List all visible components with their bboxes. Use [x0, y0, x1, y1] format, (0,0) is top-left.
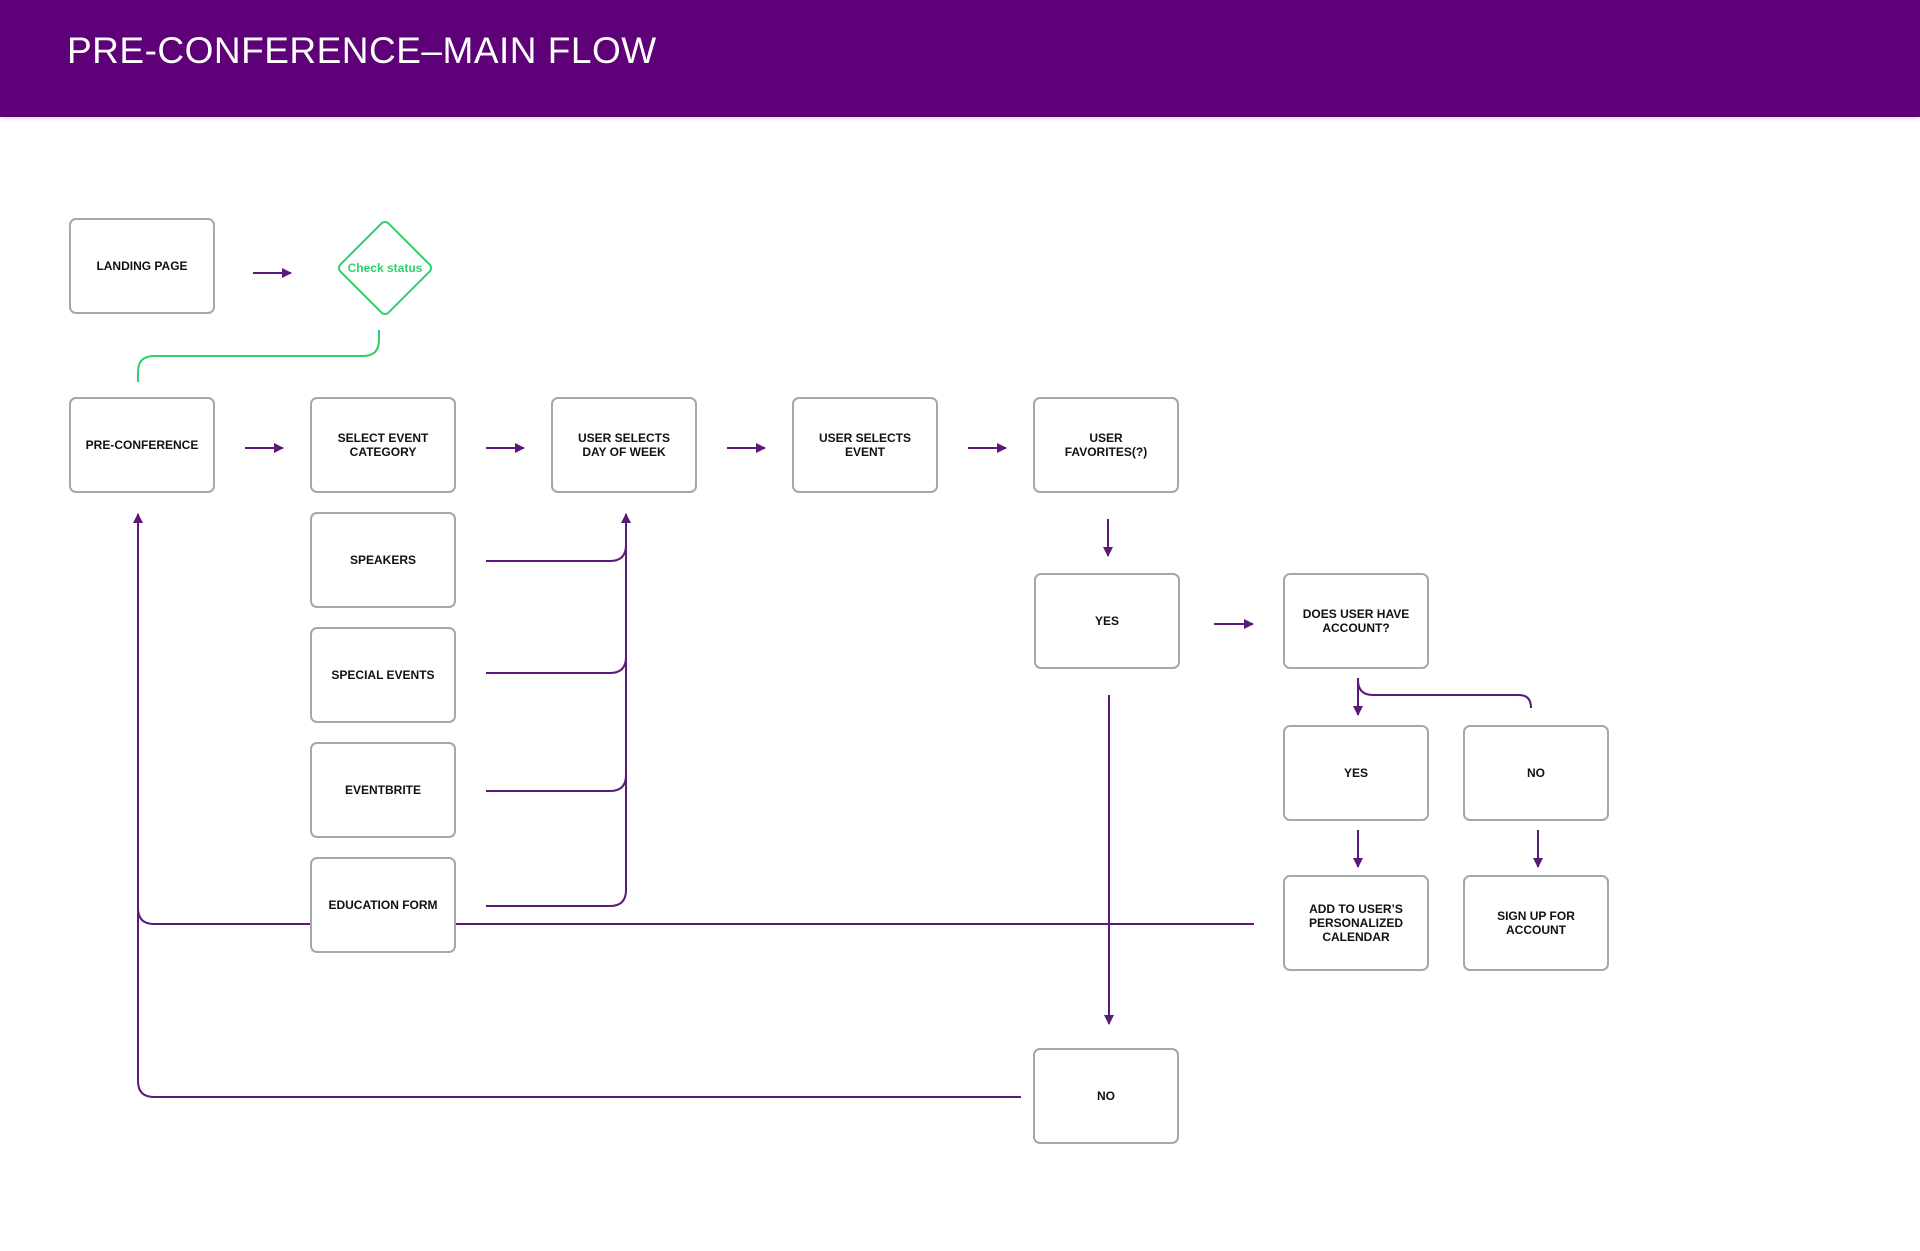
status-connector — [137, 330, 380, 382]
return-no-to-preconf — [137, 908, 1021, 1098]
education-form-node: EDUCATION FORM — [310, 857, 456, 953]
favorite-no-label: NO — [1097, 1089, 1115, 1103]
account-no-label: NO — [1527, 766, 1545, 780]
select-event-category-node: SELECT EVENT CATEGORY — [310, 397, 456, 493]
speakers-node: SPEAKERS — [310, 512, 456, 608]
user-selects-event-label: USER SELECTS EVENT — [818, 431, 911, 459]
speakers-label: SPEAKERS — [349, 553, 417, 567]
education-form-label: EDUCATION FORM — [328, 898, 438, 912]
special-events-node: SPECIAL EVENTS — [310, 627, 456, 723]
user-selects-event-node: USER SELECTS EVENT — [792, 397, 938, 493]
user-selects-day-node: USER SELECTS DAY OF WEEK — [551, 397, 697, 493]
landing-page-label: LANDING PAGE — [96, 259, 188, 273]
merge-speakers — [486, 544, 627, 562]
user-favorites-label: USER FAVORITES(?) — [1064, 431, 1148, 459]
special-events-label: SPECIAL EVENTS — [331, 668, 435, 682]
page-title: PRE-CONFERENCE–MAIN FLOW — [67, 30, 657, 71]
landing-page-node: LANDING PAGE — [69, 218, 215, 314]
add-to-calendar-node: ADD TO USER’S PERSONALIZED CALENDAR — [1283, 875, 1429, 971]
has-account-label: DOES USER HAVE ACCOUNT? — [1302, 607, 1410, 635]
eventbrite-node: EVENTBRITE — [310, 742, 456, 838]
account-yes-label: YES — [1343, 766, 1368, 780]
sign-up-label: SIGN UP FOR ACCOUNT — [1497, 909, 1575, 937]
eventbrite-label: EVENTBRITE — [344, 783, 421, 797]
account-yes-node: YES — [1283, 725, 1429, 821]
merge-eventbrite — [486, 774, 627, 792]
user-selects-day-label: USER SELECTS DAY OF WEEK — [577, 431, 670, 459]
select-event-category-label: SELECT EVENT CATEGORY — [337, 431, 429, 459]
add-to-calendar-label: ADD TO USER’S PERSONALIZED CALENDAR — [1308, 902, 1403, 944]
pre-conference-label: PRE-CONFERENCE — [85, 438, 199, 452]
pre-conference-node: PRE-CONFERENCE — [69, 397, 215, 493]
has-account-node: DOES USER HAVE ACCOUNT? — [1283, 573, 1429, 669]
check-status-decision: Check status — [333, 216, 437, 320]
merge-special-events — [486, 656, 627, 674]
merge-education — [486, 513, 631, 907]
branch-account-to-no — [1357, 679, 1532, 709]
user-favorites-node: USER FAVORITES(?) — [1033, 397, 1179, 493]
account-no-node: NO — [1463, 725, 1609, 821]
page-header: PRE-CONFERENCE–MAIN FLOW — [0, 0, 1920, 117]
check-status-label: Check status — [347, 261, 423, 275]
favorite-no-node: NO — [1033, 1048, 1179, 1144]
favorite-yes-label: YES — [1094, 614, 1119, 628]
favorite-yes-node: YES — [1034, 573, 1180, 669]
sign-up-node: SIGN UP FOR ACCOUNT — [1463, 875, 1609, 971]
